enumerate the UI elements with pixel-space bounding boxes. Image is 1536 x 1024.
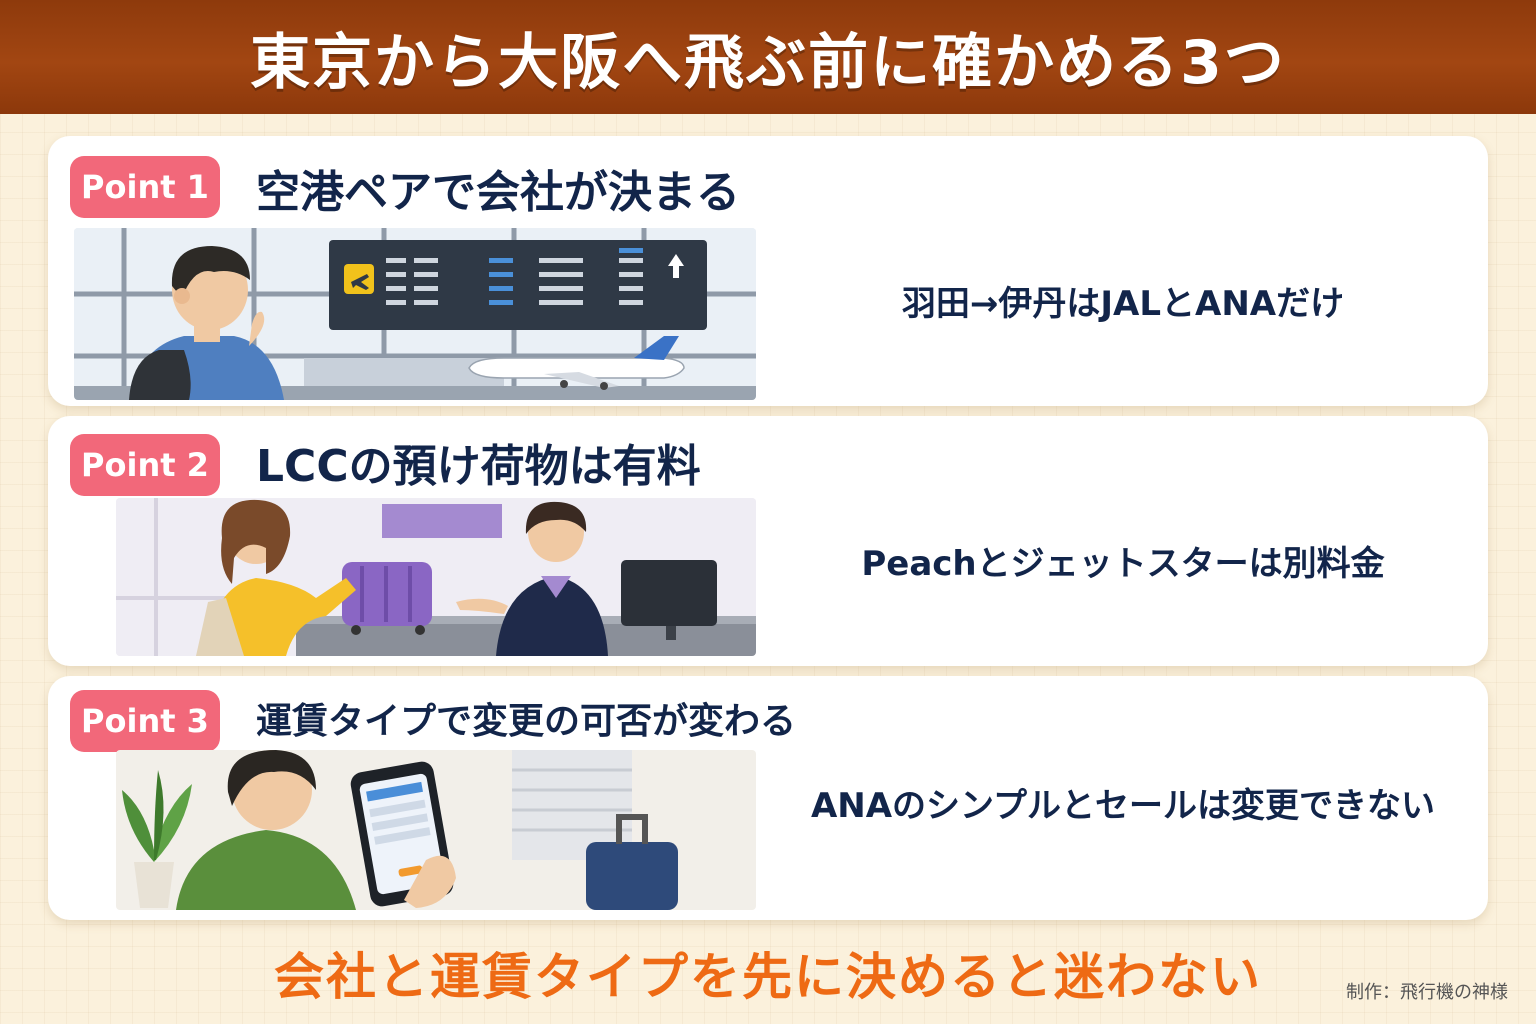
credit-text: 制作：飛行機の神様: [1346, 982, 1508, 1003]
traveler-figure: [129, 246, 284, 400]
point-card-3: Point 3 運賃タイプで変更の可否が変わる: [48, 676, 1488, 920]
user-figure: [176, 750, 356, 910]
plant-icon: [122, 770, 192, 908]
point-description-1: 羽田→伊丹はJALとANAだけ: [901, 283, 1345, 324]
airport-board-illustration: [74, 228, 756, 400]
footer-message: 会社と運賃タイプを先に決めると迷わない: [274, 948, 1262, 1006]
point-card-2: Point 2 LCCの預け荷物は有料: [48, 416, 1488, 666]
suitcase-icon: [586, 814, 678, 910]
smartphone-booking-illustration: [116, 750, 756, 910]
staff-figure: [456, 501, 608, 656]
point-description-2: Peachとジェットスターは別料金: [861, 543, 1385, 584]
point-title-1: 空港ペアで会社が決まる: [256, 167, 740, 218]
airplane-icon: [468, 336, 685, 390]
point-title-2: LCCの預け荷物は有料: [256, 441, 701, 492]
point-badge-2: Point 2: [70, 434, 220, 496]
point-badge-3: Point 3: [70, 690, 220, 752]
point-title-3: 運賃タイプで変更の可否が変わる: [256, 701, 797, 742]
point-description-3: ANAのシンプルとセールは変更できない: [810, 785, 1436, 826]
page-title: 東京から大阪へ飛ぶ前に確かめる3つ: [250, 27, 1286, 98]
point-badge-1: Point 1: [70, 156, 220, 218]
header-banner: 東京から大阪へ飛ぶ前に確かめる3つ: [0, 0, 1536, 114]
smartphone-icon: [350, 761, 456, 908]
passenger-figure: [196, 499, 356, 656]
suitcase-icon: [342, 562, 432, 635]
point-card-1: Point 1 空港ペアで会社が決まる: [48, 136, 1488, 406]
baggage-counter-illustration: [116, 498, 756, 656]
